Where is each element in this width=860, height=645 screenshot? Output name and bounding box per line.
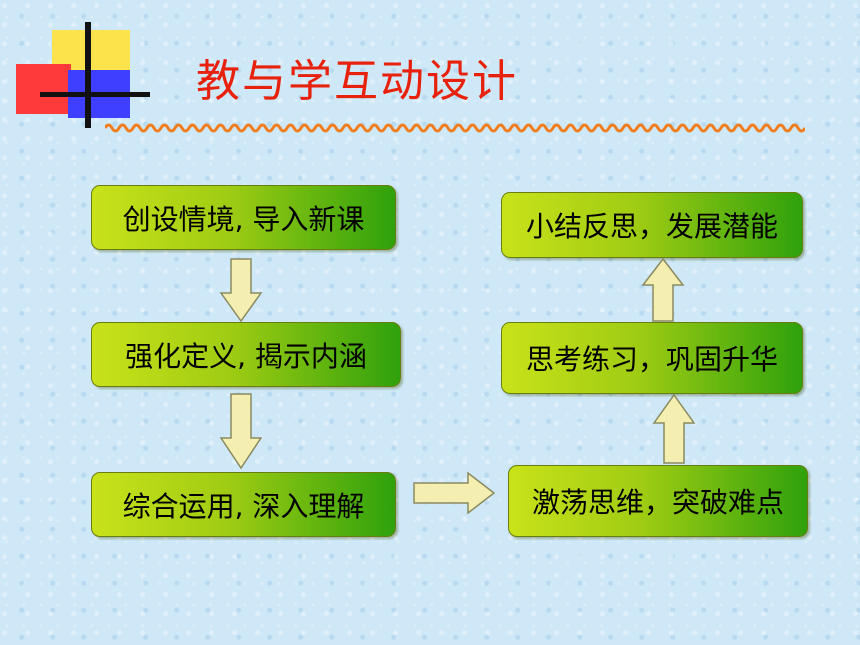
step-box-apply-understand: 综合运用, 深入理解 — [91, 472, 396, 537]
decorative-logo — [0, 0, 160, 135]
step-label: 小结反思，发展潜能 — [525, 210, 778, 243]
page-title: 教与学互动设计 — [196, 56, 518, 107]
step-box-practice-consolidate: 思考练习，巩固升华 — [501, 322, 803, 394]
step-label: 激荡思维，突破难点 — [531, 486, 784, 519]
logo-vertical-line — [85, 22, 91, 128]
step-box-break-difficulty: 激荡思维，突破难点 — [508, 465, 808, 537]
logo-red-square — [16, 64, 71, 114]
step-label: 思考练习，巩固升华 — [525, 343, 778, 376]
arrow-down-icon — [219, 258, 263, 323]
arrow-right-icon — [413, 471, 496, 515]
step-label: 强化定义, 揭示内涵 — [125, 339, 367, 373]
arrow-up-icon — [641, 257, 685, 322]
step-label: 创设情境, 导入新课 — [122, 202, 365, 236]
step-label: 综合运用, 深入理解 — [122, 489, 365, 523]
logo-horizontal-line — [40, 92, 150, 97]
step-box-summarize-reflect: 小结反思，发展潜能 — [501, 192, 803, 258]
step-box-create-context: 创设情境, 导入新课 — [91, 185, 396, 250]
title-underline-wave — [105, 123, 805, 133]
step-box-reinforce-definition: 强化定义, 揭示内涵 — [91, 322, 401, 387]
arrow-up-icon — [652, 393, 696, 464]
arrow-down-icon — [219, 393, 263, 470]
